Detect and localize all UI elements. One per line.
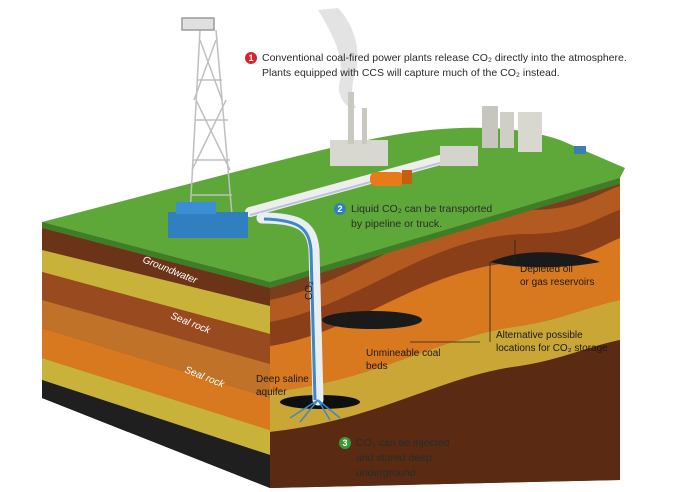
- step-3-line-3: underground.: [356, 467, 418, 479]
- unmineable-label-1: Unmineable coal: [366, 348, 441, 359]
- alternative-label-1: Alternative possible: [496, 330, 583, 341]
- strata-cutaway: [270, 166, 620, 488]
- power-plant: [330, 92, 586, 166]
- coal-bed-pocket: [322, 311, 422, 329]
- deep-saline-label-2: aquifer: [256, 387, 287, 398]
- step-3-badge: [339, 437, 351, 449]
- depleted-label-1: Depleted oil: [520, 264, 573, 275]
- step-2-badge: [334, 203, 346, 215]
- truck: [370, 170, 412, 186]
- injection-arrows: [289, 399, 341, 423]
- step-1-line-2: Plants equipped with CCS will capture mu…: [262, 67, 560, 79]
- smoke-plume: [318, 8, 358, 108]
- deep-saline-label-1: Deep saline: [256, 374, 309, 385]
- pipe-co2-label: CO₂: [304, 281, 315, 300]
- unmineable-label-2: beds: [366, 361, 388, 372]
- grass-surface: [42, 127, 625, 282]
- step-3-number: 3: [342, 438, 347, 448]
- rig-base: [168, 212, 248, 238]
- step-3-line-2: and stored deep: [356, 452, 432, 464]
- alternative-label-2: locations for CO₂ storage: [496, 343, 608, 354]
- step-2-line-2: by pipeline or truck.: [351, 218, 442, 230]
- pipeline: [245, 155, 445, 217]
- drill-rig: [181, 17, 233, 216]
- step-1-badge: [245, 52, 257, 64]
- step-1-line-1: Conventional coal-fired power plants rel…: [262, 52, 627, 64]
- leader-lines: [410, 240, 516, 343]
- step-2-line-1: Liquid CO₂ can be transported: [351, 203, 492, 215]
- reservoir-pocket: [490, 252, 600, 268]
- step-1-number: 1: [248, 53, 253, 63]
- step-2-number: 2: [337, 204, 342, 214]
- step-3-line-1: CO₂ can be injected: [356, 437, 450, 449]
- depleted-label-2: or gas reservoirs: [520, 277, 594, 288]
